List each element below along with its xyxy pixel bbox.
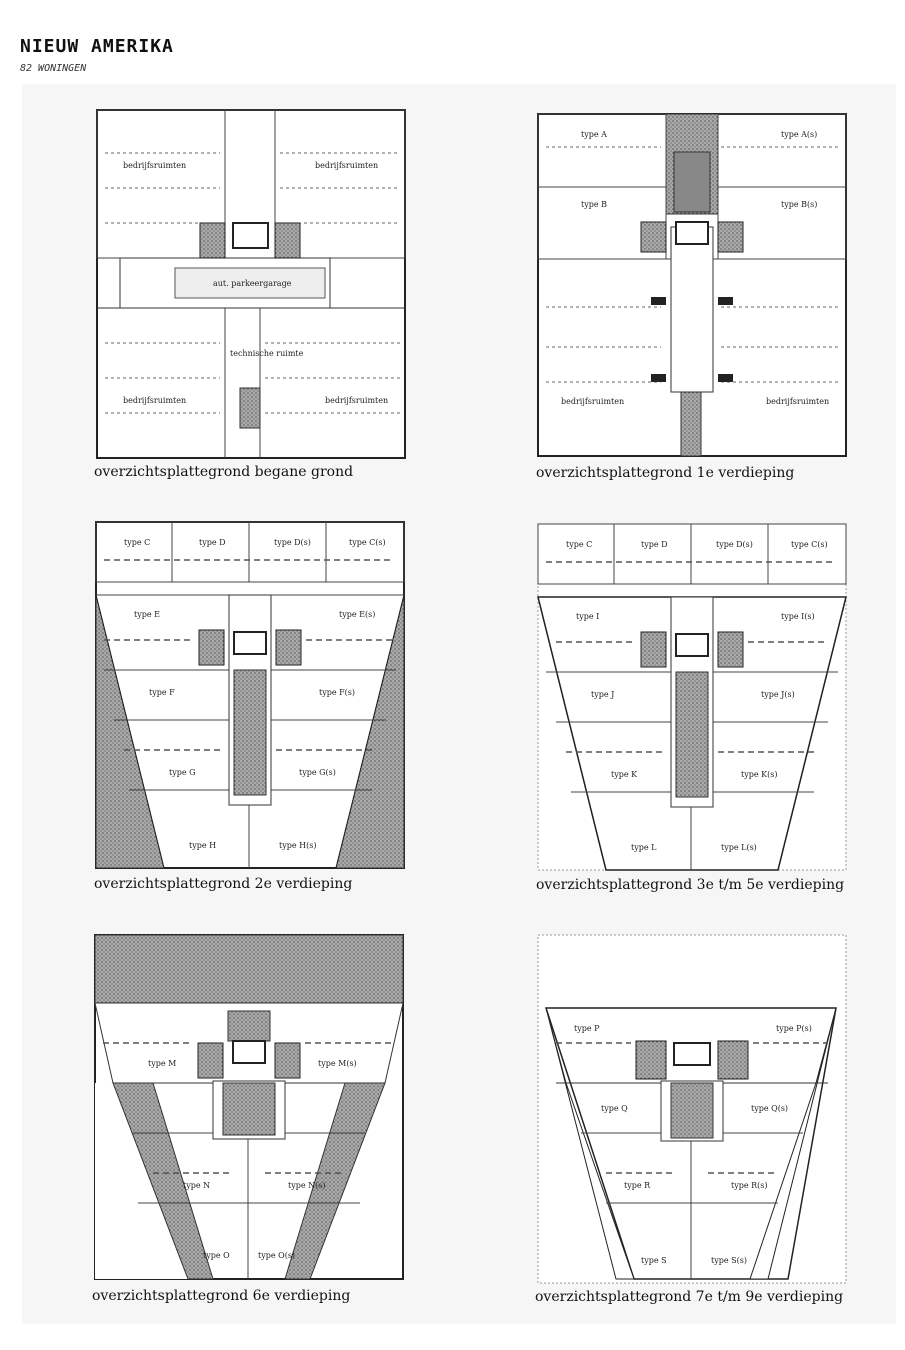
floorplan-ground-floor-drawing: bedrijfsruimten bedrijfsruimten aut. par…	[96, 109, 406, 459]
label: type J	[591, 690, 614, 699]
label: type N(s)	[288, 1181, 325, 1190]
label: type S(s)	[711, 1256, 747, 1265]
label: type L	[631, 843, 657, 852]
label: type Q	[601, 1104, 628, 1113]
label: type G	[169, 768, 196, 777]
page-header: NIEUW AMERIKA 82 WONINGEN	[20, 36, 174, 74]
label: type P	[574, 1024, 600, 1033]
floorplan-ground-floor: bedrijfsruimten bedrijfsruimten aut. par…	[95, 108, 407, 460]
label: technische ruimte	[230, 349, 304, 358]
label: type G(s)	[299, 768, 336, 777]
label: type B(s)	[781, 200, 817, 209]
label: bedrijfsruimten	[123, 396, 186, 405]
label: type A(s)	[781, 130, 817, 139]
label: type C	[124, 538, 150, 547]
label: type B	[581, 200, 607, 209]
label: type K(s)	[741, 770, 777, 779]
floorplan-caption: overzichtsplattegrond 3e t/m 5e verdiepi…	[536, 877, 845, 893]
floorplan-caption: overzichtsplattegrond begane grond	[94, 464, 354, 480]
label: type D(s)	[716, 540, 753, 549]
label: type R	[624, 1181, 651, 1190]
label: type L(s)	[721, 843, 757, 852]
label: type C(s)	[791, 540, 828, 549]
floorplan-second-floor-drawing: type C type D type D(s) type C(s) type E…	[95, 521, 405, 869]
label: bedrijfsruimten	[766, 397, 829, 406]
label: type F(s)	[319, 688, 355, 697]
floorplan-first-floor: type A type A(s) type B type B(s) bedrij…	[536, 112, 848, 458]
page-title: NIEUW AMERIKA	[20, 36, 174, 57]
label: type N	[183, 1181, 210, 1190]
floorplan-third-to-fifth-floor-drawing: type C type D type D(s) type C(s) type I…	[537, 523, 847, 871]
floorplan-caption: overzichtsplattegrond 2e verdieping	[94, 876, 353, 892]
page-subtitle: 82 WONINGEN	[20, 63, 87, 74]
label: type H(s)	[279, 841, 316, 850]
floorplan-sixth-floor: type M type M(s) type N type N(s) type O…	[93, 933, 405, 1281]
label: bedrijfsruimten	[123, 161, 186, 170]
label: type J(s)	[761, 690, 795, 699]
label: type O(s)	[258, 1251, 295, 1260]
label: type F	[149, 688, 175, 697]
label: type E	[134, 610, 160, 619]
label: type Q(s)	[751, 1104, 788, 1113]
label: type I	[576, 612, 599, 621]
label: type D	[199, 538, 226, 547]
floorplan-second-floor: type C type D type D(s) type C(s) type E…	[94, 520, 406, 870]
floorplan-seventh-to-ninth-floor: type P type P(s) type Q type Q(s) type R…	[536, 933, 848, 1285]
floorplan-seventh-to-ninth-floor-drawing: type P type P(s) type Q type Q(s) type R…	[537, 934, 847, 1284]
label: type M	[148, 1059, 176, 1068]
floorplan-first-floor-drawing: type A type A(s) type B type B(s) bedrij…	[537, 113, 847, 457]
label: type K	[611, 770, 638, 779]
label: type E(s)	[339, 610, 375, 619]
label: bedrijfsruimten	[325, 396, 388, 405]
label: type D	[641, 540, 668, 549]
floorplan-caption: overzichtsplattegrond 7e t/m 9e verdiepi…	[535, 1289, 844, 1305]
floorplan-caption: overzichtsplattegrond 6e verdieping	[92, 1288, 351, 1304]
floorplan-third-to-fifth-floor: type C type D type D(s) type C(s) type I…	[536, 522, 848, 872]
label: type C	[566, 540, 592, 549]
floorplan-caption: overzichtsplattegrond 1e verdieping	[536, 465, 795, 481]
label: type M(s)	[318, 1059, 357, 1068]
floorplan-sixth-floor-drawing: type M type M(s) type N type N(s) type O…	[94, 934, 404, 1280]
label: type D(s)	[274, 538, 311, 547]
label: type R(s)	[731, 1181, 768, 1190]
label: type S	[641, 1256, 667, 1265]
label: bedrijfsruimten	[561, 397, 624, 406]
label: type C(s)	[349, 538, 386, 547]
label: bedrijfsruimten	[315, 161, 378, 170]
label: type I(s)	[781, 612, 815, 621]
label: type P(s)	[776, 1024, 812, 1033]
label: type O	[203, 1251, 230, 1260]
label: type A	[581, 130, 607, 139]
label: aut. parkeergarage	[213, 279, 292, 288]
label: type H	[189, 841, 216, 850]
